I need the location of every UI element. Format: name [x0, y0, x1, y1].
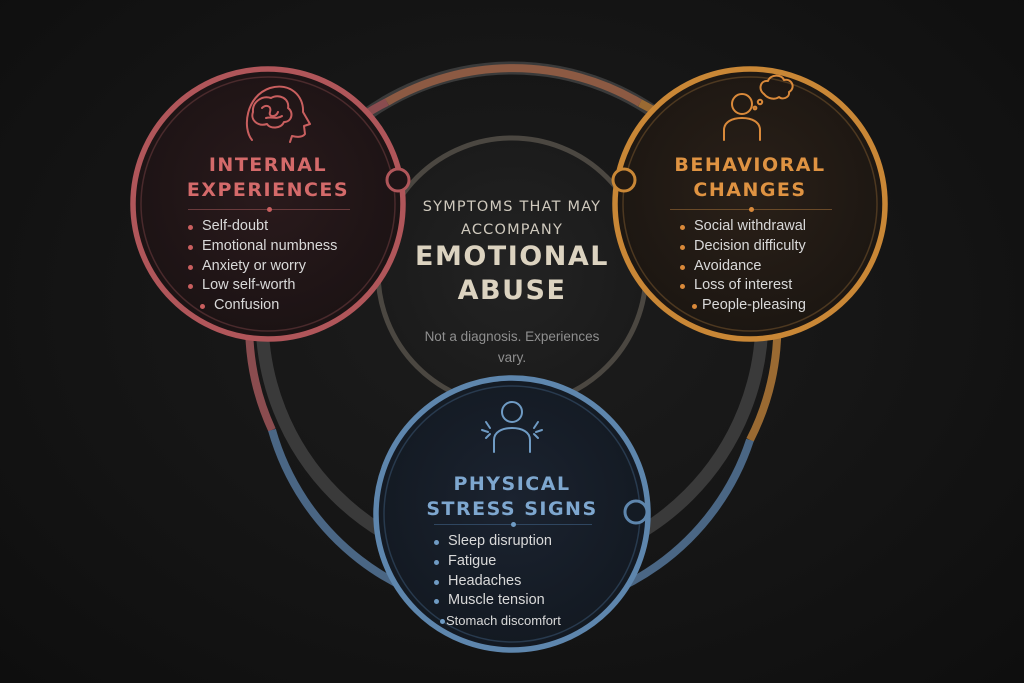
- behavioral-divider: [670, 207, 832, 212]
- internal-circle-inner-ring: [140, 76, 396, 332]
- list-item: Social withdrawal: [678, 217, 806, 237]
- list-item: Low self-worth: [186, 276, 337, 296]
- behavioral-circle-inner-ring: [622, 76, 878, 332]
- internal-title: INTERNAL EXPERIENCES: [186, 154, 350, 201]
- list-item: Self-doubt: [186, 217, 337, 237]
- center-note: Not a diagnosis. Experiences vary.: [424, 329, 600, 365]
- physical-list: Sleep disruption Fatigue Headaches Muscl…: [432, 532, 561, 631]
- list-item: Fatigue: [432, 552, 561, 572]
- list-item: Headaches: [432, 572, 561, 592]
- internal-circle: [130, 66, 406, 342]
- behavioral-list: Social withdrawal Decision difficulty Av…: [678, 217, 806, 316]
- node-internal-center: [385, 167, 411, 193]
- center-heading-small: SYMPTOMS THAT MAY ACCOMPANY: [422, 199, 602, 238]
- list-item: People-pleasing: [678, 296, 806, 316]
- internal-list: Self-doubt Emotional numbness Anxiety or…: [186, 217, 337, 316]
- center-heading-big: EMOTIONAL ABUSE: [415, 241, 609, 306]
- list-item: Confusion: [186, 296, 337, 316]
- list-item: Muscle tension: [432, 591, 561, 611]
- outer-ring-top-arc: [384, 64, 643, 107]
- list-item: Avoidance: [678, 257, 806, 277]
- list-item: Anxiety or worry: [186, 257, 337, 277]
- list-item: Sleep disruption: [432, 532, 561, 552]
- internal-divider: [188, 207, 350, 212]
- list-item: Decision difficulty: [678, 237, 806, 257]
- list-item: Emotional numbness: [186, 237, 337, 257]
- behavioral-title: BEHAVIORAL CHANGES: [674, 154, 826, 201]
- list-item: Stomach discomfort: [426, 611, 561, 631]
- behavioral-circle: [612, 66, 888, 342]
- list-item: Loss of interest: [678, 276, 806, 296]
- node-behavioral-center: [611, 167, 637, 193]
- node-physical-outer: [623, 499, 649, 525]
- person-thought-bubble-icon: [723, 74, 794, 141]
- person-tension-icon: [481, 401, 543, 453]
- brain-head-icon: [245, 85, 311, 143]
- physical-divider: [434, 522, 592, 527]
- physical-title: PHYSICAL STRESS SIGNS: [426, 473, 598, 520]
